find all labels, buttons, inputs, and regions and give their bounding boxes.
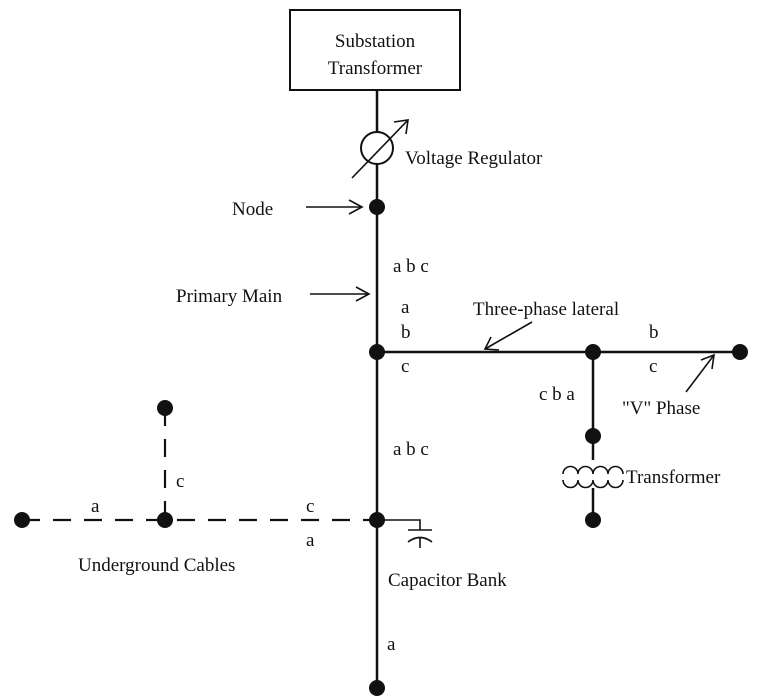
node-label: Node (232, 199, 273, 220)
phase-label-main-lower: a (387, 634, 396, 655)
transformer-symbol (562, 436, 624, 520)
voltage-regulator-label: Voltage Regulator (405, 148, 543, 169)
phase-label-main-middle: a b c (393, 439, 429, 460)
node-ug-junction (157, 512, 173, 528)
phase-label-ug-vertical-c: c (176, 471, 184, 492)
substation-label-line2: Transformer (328, 58, 423, 79)
node-ug-vertical-end (157, 400, 173, 416)
voltage-regulator-symbol (351, 119, 409, 179)
phase-label-lateral-c: c (401, 356, 409, 377)
node-lateral-tap (585, 344, 601, 360)
node-main-end (369, 680, 385, 696)
phase-label-ug-right-c: c (306, 496, 314, 517)
node-capacitor-junction (369, 512, 385, 528)
primary-main-arrow (310, 286, 371, 302)
node-regulator-output (369, 199, 385, 215)
node-arrow (306, 199, 364, 215)
v-phase-arrow (685, 353, 715, 393)
substation-transformer-box (289, 9, 461, 91)
phase-label-v-b: b (649, 322, 659, 343)
transformer-label: Transformer (626, 467, 721, 488)
node-lateral-junction (369, 344, 385, 360)
phase-label-main-upper: a b c (393, 256, 429, 277)
substation-label-line1: Substation (335, 31, 416, 52)
node-ug-left-end (14, 512, 30, 528)
three-phase-lateral-label: Three-phase lateral (473, 299, 619, 320)
v-phase-label: "V" Phase (622, 398, 700, 419)
primary-main-label: Primary Main (176, 286, 283, 307)
three-phase-lateral-arrow (483, 321, 533, 351)
underground-cables-label: Underground Cables (78, 555, 235, 576)
phase-label-v-c: c (649, 356, 657, 377)
node-transformer-primary (585, 428, 601, 444)
phase-label-lateral-b: b (401, 322, 411, 343)
phase-label-ug-right-a: a (306, 530, 315, 551)
node-transformer-secondary (585, 512, 601, 528)
phase-label-lateral-a: a (401, 297, 410, 318)
node-v-phase-end (732, 344, 748, 360)
phase-label-ug-left-a: a (91, 496, 100, 517)
capacitor-bank-label: Capacitor Bank (388, 570, 507, 591)
phase-label-tap-cba: c b a (539, 384, 575, 405)
capacitor-bank-symbol (377, 519, 433, 548)
